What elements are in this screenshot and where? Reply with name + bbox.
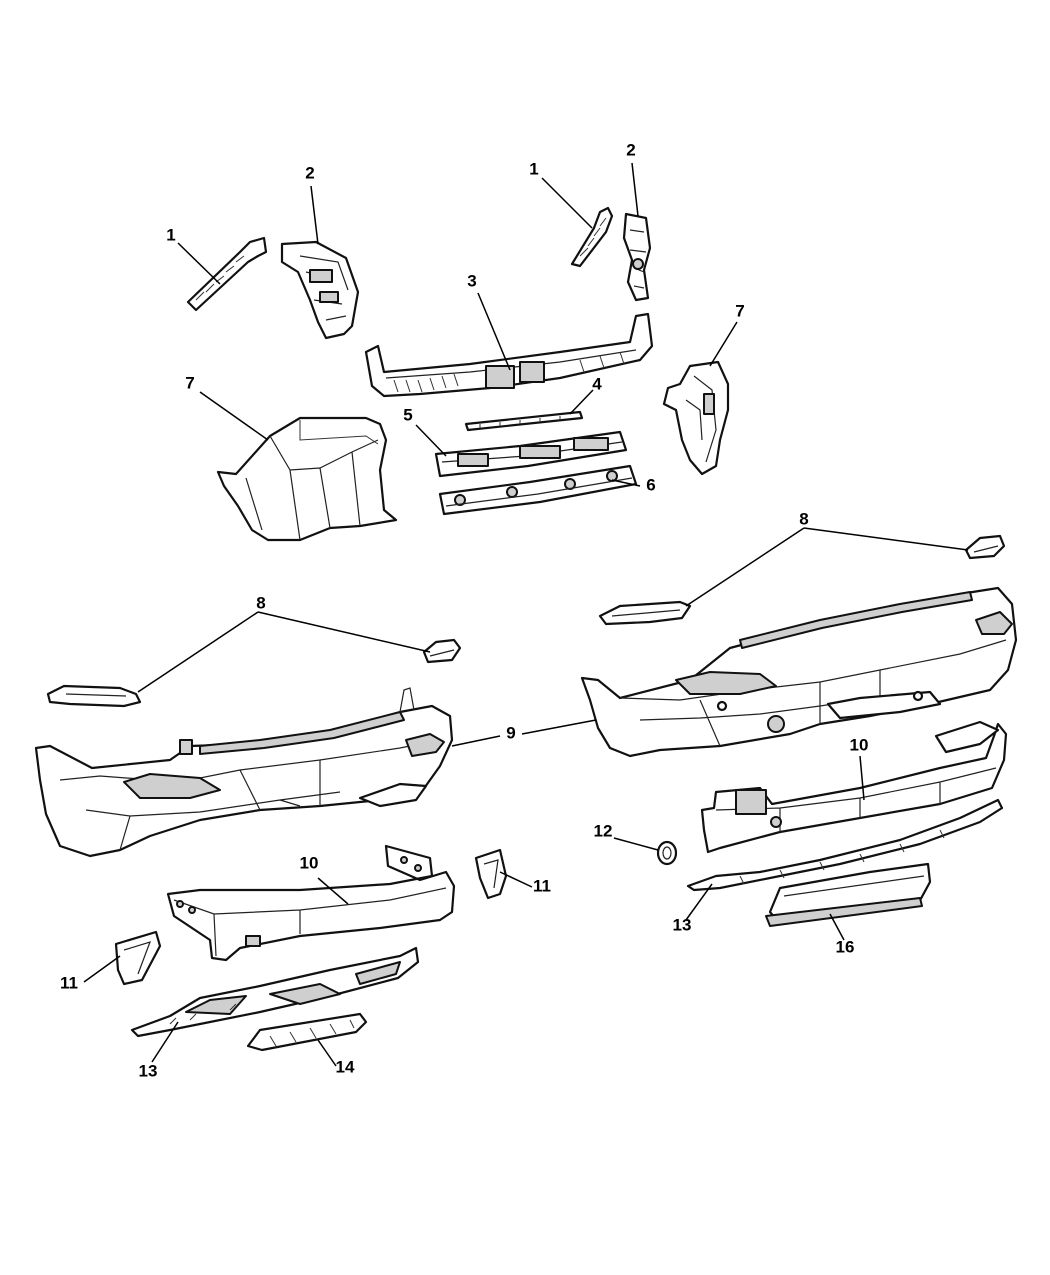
part-7-right-bracket — [662, 360, 730, 476]
part-3-reinforcement — [364, 312, 654, 398]
callout-16: 16 — [836, 937, 855, 956]
part-2-left-bracket — [280, 240, 360, 340]
callout-2-left: 2 — [305, 163, 314, 182]
callout-6: 6 — [646, 475, 655, 494]
part-12-cap — [656, 840, 678, 866]
part-11-left-plate — [114, 930, 162, 986]
part-14-insert — [246, 1012, 368, 1052]
callout-1-left: 1 — [166, 225, 175, 244]
callout-5: 5 — [403, 405, 412, 424]
callout-11-left: 11 — [60, 973, 78, 992]
callout-7-right: 7 — [735, 301, 744, 320]
callout-10-left: 10 — [300, 853, 319, 872]
part-13-left-valance — [130, 946, 420, 1038]
part-10-right-impact-bar — [700, 720, 1008, 854]
part-4-strip — [464, 410, 584, 432]
part-7-left-bracket — [216, 416, 398, 542]
callout-14: 14 — [336, 1057, 355, 1076]
part-10-left-impact-bar — [166, 844, 456, 962]
leader-lines — [83, 162, 969, 1067]
part-5-bracket — [434, 430, 628, 478]
part-6-bracket — [438, 464, 638, 516]
callout-3: 3 — [467, 271, 476, 290]
part-2-right-bracket — [622, 212, 652, 302]
callout-2-right: 2 — [626, 140, 635, 159]
part-11-right-plate — [474, 848, 508, 900]
part-8-right-reflectors — [598, 534, 1006, 626]
callout-7-left: 7 — [185, 373, 194, 392]
callout-11-right: 11 — [533, 876, 551, 895]
callout-9: 9 — [506, 723, 515, 742]
callout-1-right: 1 — [529, 159, 538, 178]
part-13-right-valance — [686, 798, 1004, 892]
part-9-left-fascia — [34, 687, 454, 858]
callout-13-left: 13 — [139, 1061, 158, 1080]
part-8-left-reflectors — [46, 638, 462, 708]
callout-10-right: 10 — [850, 735, 869, 754]
part-9-right-fascia — [580, 586, 1018, 758]
callout-8-right: 8 — [799, 509, 808, 528]
callout-8-left: 8 — [256, 593, 265, 612]
callout-labels: 1 2 1 2 3 7 7 4 5 6 8 8 9 10 10 11 11 12… — [60, 140, 868, 1080]
part-16-insert — [765, 862, 932, 927]
part-1-right-bracket — [570, 206, 614, 268]
callout-4: 4 — [592, 374, 602, 393]
callout-12: 12 — [594, 821, 613, 840]
callout-13-right: 13 — [673, 915, 692, 934]
part-1-left-bracket — [186, 236, 268, 312]
